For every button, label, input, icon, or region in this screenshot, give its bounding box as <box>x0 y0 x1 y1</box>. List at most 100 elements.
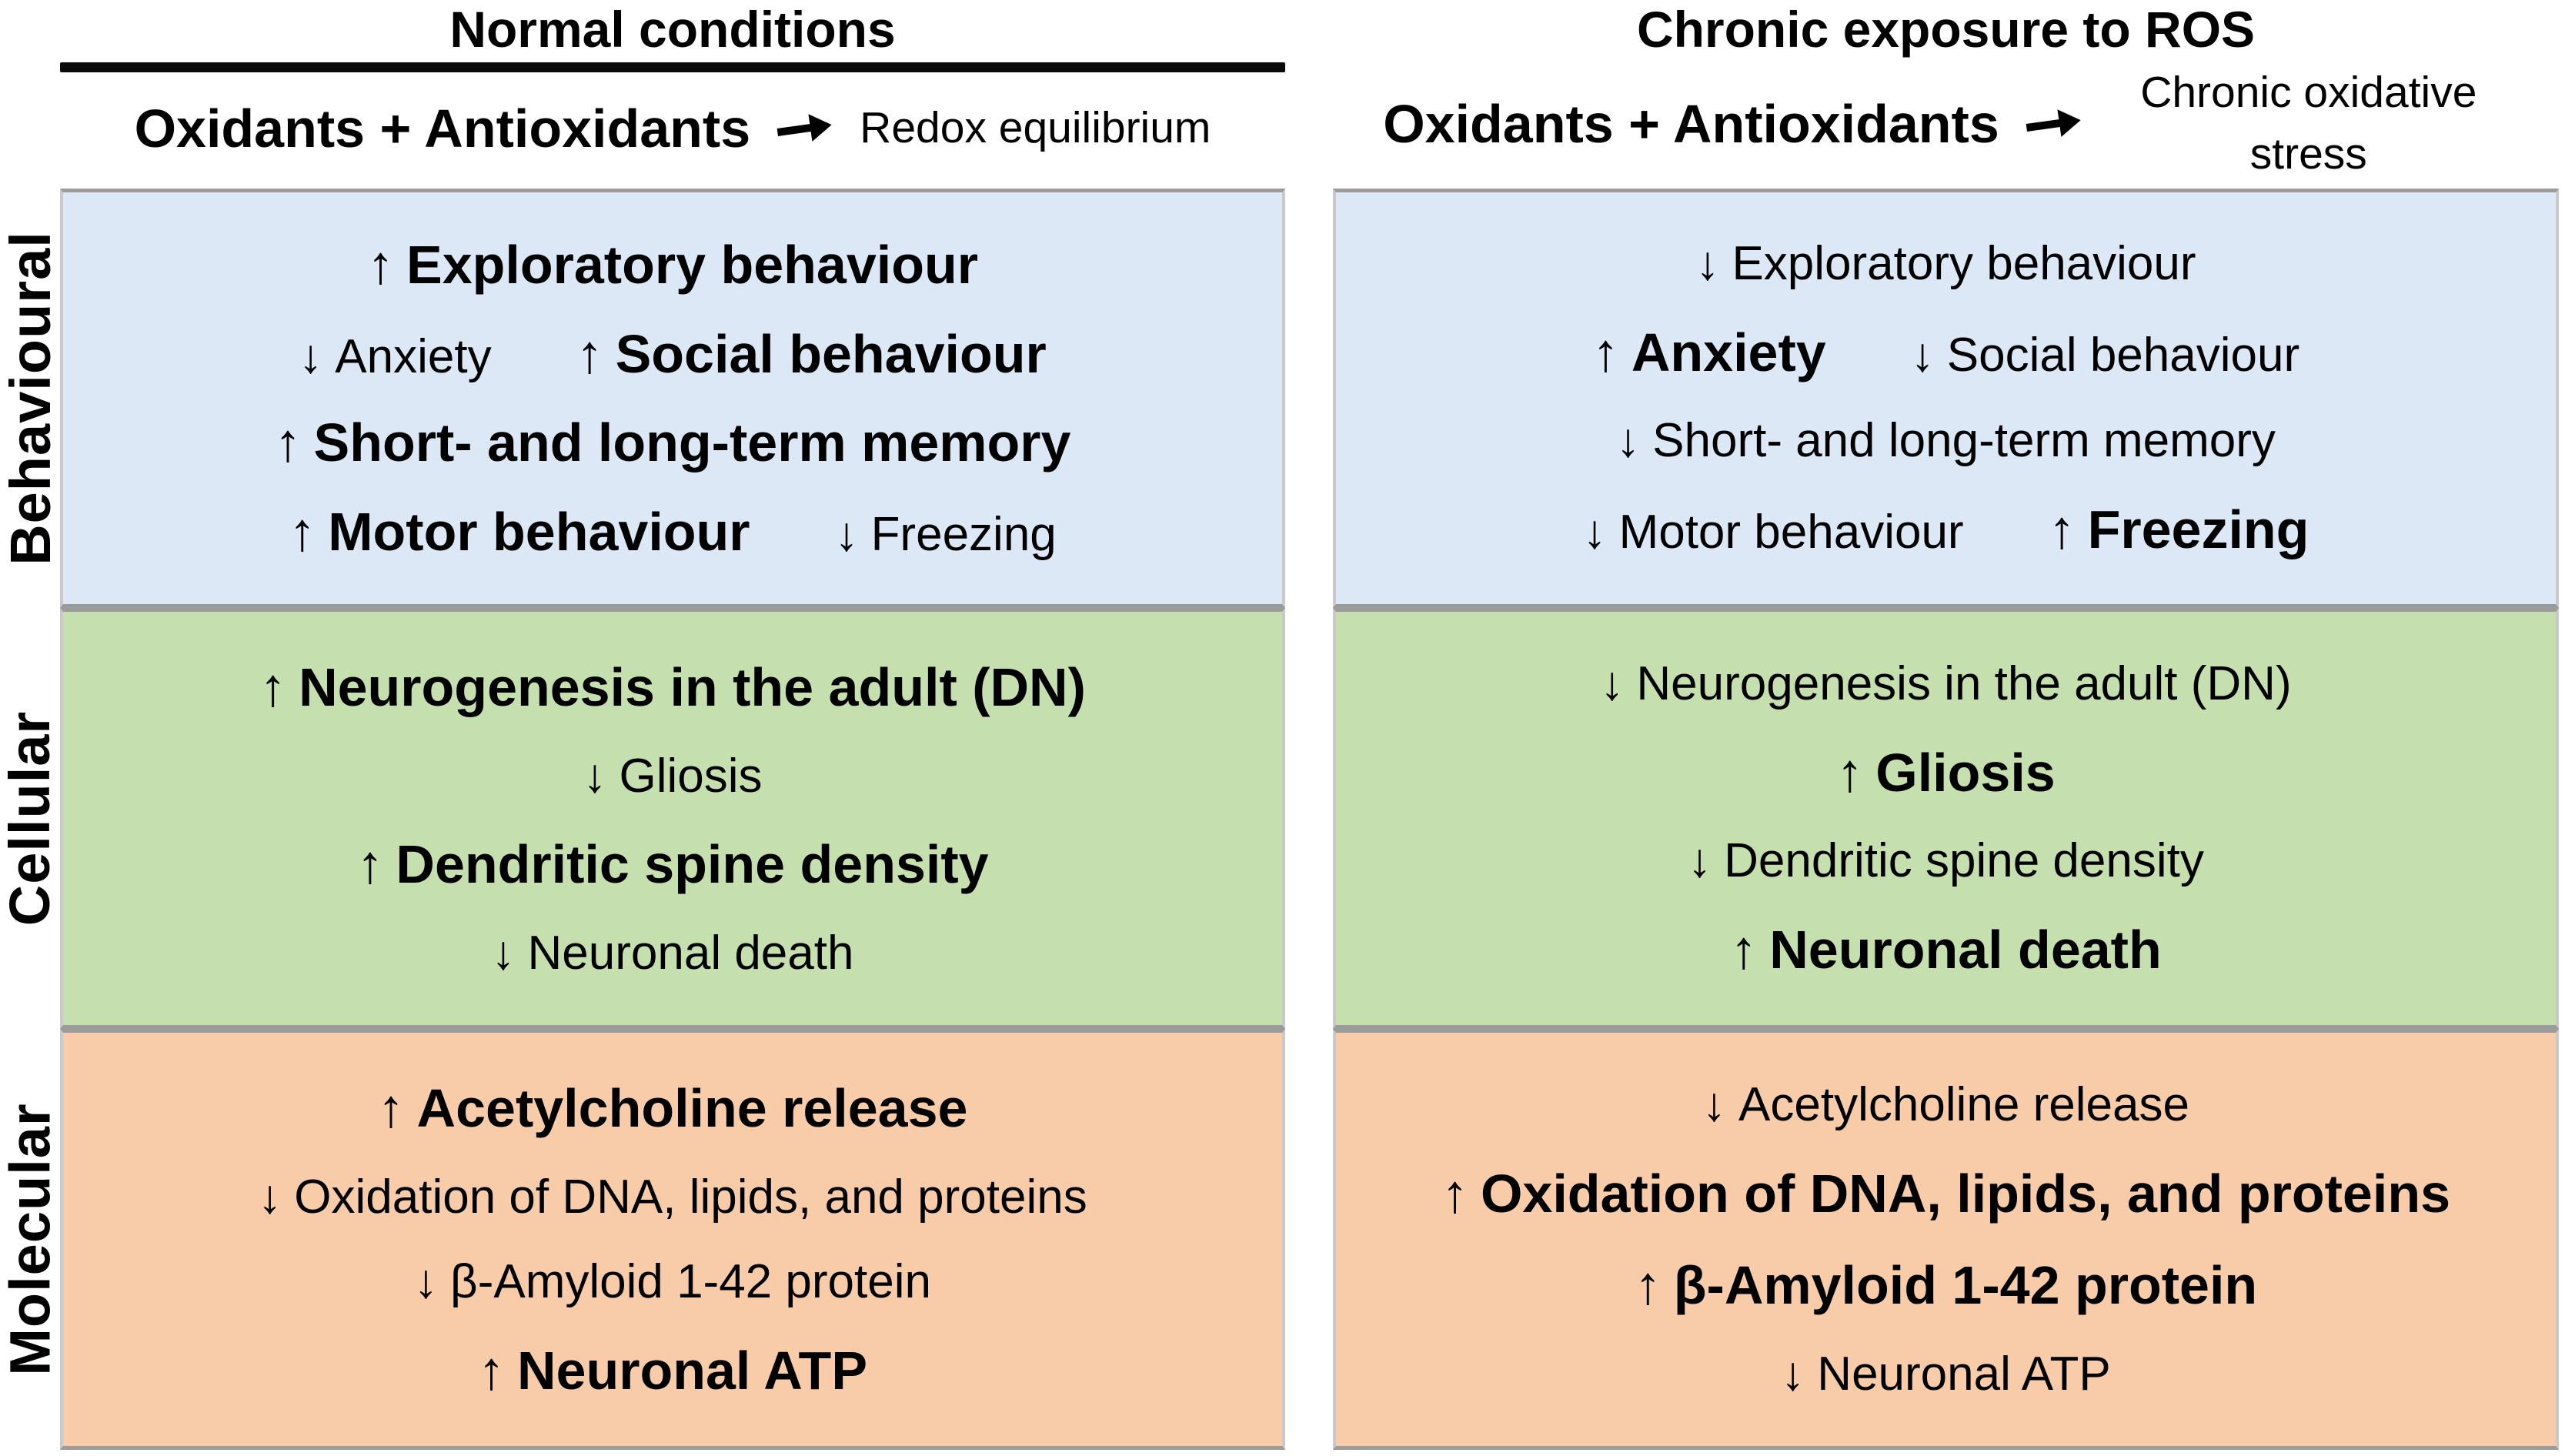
panel-title-normal: Normal conditions <box>449 1 896 58</box>
effect-row: ↑ Anxiety ↓ Social behaviour <box>1356 322 2536 383</box>
effect-row: ↓ β-Amyloid 1-42 protein <box>83 1254 1262 1309</box>
effect-row: ↓ Neuronal death <box>83 926 1262 980</box>
up-arrow-icon: ↑ <box>377 1077 405 1138</box>
section-normal-molecular: ↑ Acetylcholine release ↓ Oxidation of D… <box>60 1029 1285 1450</box>
effect-row: ↑ Short- and long-term memory <box>83 412 1262 473</box>
up-arrow-icon: ↑ <box>1836 742 1864 803</box>
effect-row: ↓ Motor behaviour ↑ Freezing <box>1356 499 2536 560</box>
tier-label-cellular: Cellular <box>0 608 62 1029</box>
effect-label: Neuronal ATP <box>516 1341 868 1401</box>
panel-header-ros: Chronic exposure to ROS Oxidants + Antio… <box>1333 0 2559 189</box>
redox-equation-ros: Oxidants + Antioxidants Chronic oxidativ… <box>1333 62 2559 190</box>
section-normal-behavioural: ↑ Exploratory behaviour ↓ Anxiety ↑ Soci… <box>60 189 1285 608</box>
down-arrow-icon: ↓ <box>1582 505 1607 559</box>
down-arrow-icon: ↓ <box>414 1255 439 1309</box>
effect-label: Acetylcholine release <box>416 1077 968 1138</box>
section-normal-cellular: ↑ Neurogenesis in the adult (DN) ↓ Glios… <box>60 608 1285 1029</box>
effect-row: ↑ β-Amyloid 1-42 protein <box>1356 1254 2536 1316</box>
effect-label: Gliosis <box>1875 742 2056 803</box>
effect-label: Anxiety <box>335 329 492 383</box>
up-arrow-icon: ↑ <box>576 323 603 384</box>
effect-item: ↓ Freezing <box>835 507 1057 562</box>
tier-label-behavioural: Behavioural <box>0 189 62 608</box>
effect-item: ↑ Social behaviour <box>576 323 1047 385</box>
effect-label: Dendritic spine density <box>396 834 989 895</box>
effect-item: ↓ Dendritic spine density <box>1688 833 2204 888</box>
equation-lhs: Oxidants + Antioxidants <box>134 98 751 159</box>
down-arrow-icon: ↓ <box>1781 1347 1805 1401</box>
effect-item: ↑ Dendritic spine density <box>356 833 988 895</box>
panel-header-normal: Normal conditions Oxidants + Antioxidant… <box>60 0 1285 189</box>
up-arrow-icon: ↑ <box>356 834 384 895</box>
effect-label: Neuronal death <box>1769 920 2162 980</box>
effect-item: ↓ Exploratory behaviour <box>1695 236 2196 291</box>
effect-label: Neurogenesis in the adult (DN) <box>299 656 1086 717</box>
effect-row: ↑ Exploratory behaviour <box>83 234 1262 296</box>
down-arrow-icon: ↓ <box>258 1170 282 1224</box>
effect-row: ↑ Neuronal ATP <box>83 1340 1262 1401</box>
effect-item: ↓ β-Amyloid 1-42 protein <box>414 1254 931 1309</box>
down-arrow-icon: ↓ <box>1600 656 1625 710</box>
effect-item: ↓ Social behaviour <box>1911 328 2299 382</box>
effect-item: ↑ Short- and long-term memory <box>275 412 1071 473</box>
down-arrow-icon: ↓ <box>1616 414 1641 468</box>
right-arrow-icon <box>2023 102 2085 145</box>
effect-row: ↑ Motor behaviour ↓ Freezing <box>83 501 1262 563</box>
up-arrow-icon: ↑ <box>1591 322 1619 382</box>
panel-title-ros: Chronic exposure to ROS <box>1636 1 2256 58</box>
up-arrow-icon: ↑ <box>259 656 287 717</box>
effect-label: Dendritic spine density <box>1724 834 2204 888</box>
effect-label: Freezing <box>2087 499 2310 559</box>
effect-label: Exploratory behaviour <box>1732 237 2196 291</box>
down-arrow-icon: ↓ <box>583 749 607 803</box>
effect-label: Gliosis <box>619 749 763 803</box>
effect-row: ↑ Gliosis <box>1356 742 2536 803</box>
down-arrow-icon: ↓ <box>1910 328 1935 382</box>
effect-label: Neurogenesis in the adult (DN) <box>1636 656 2292 710</box>
up-arrow-icon: ↑ <box>2048 499 2076 559</box>
up-arrow-icon: ↑ <box>289 502 316 563</box>
effect-row: ↓ Exploratory behaviour <box>1356 236 2536 291</box>
effect-label: Short- and long-term memory <box>313 412 1071 473</box>
up-arrow-icon: ↑ <box>477 1341 505 1401</box>
effect-row: ↓ Anxiety ↑ Social behaviour <box>83 323 1262 385</box>
effect-label: Motor behaviour <box>1618 505 1964 559</box>
effect-row: ↑ Dendritic spine density <box>83 833 1262 895</box>
down-arrow-icon: ↓ <box>1695 237 1720 291</box>
up-arrow-icon: ↑ <box>274 412 302 473</box>
effect-item: ↓ Short- and long-term memory <box>1616 413 2276 468</box>
right-arrow-icon <box>774 107 836 150</box>
equation-rhs: Chronic oxidative stress <box>2140 68 2477 179</box>
effect-label: Oxidation of DNA, lipids, and proteins <box>294 1170 1087 1224</box>
effect-item: ↑ Oxidation of DNA, lipids, and proteins <box>1441 1163 2450 1224</box>
effect-item: ↓ Gliosis <box>583 749 762 803</box>
effect-item: ↓ Motor behaviour <box>1583 505 1964 559</box>
effect-label: Neuronal ATP <box>1817 1347 2111 1401</box>
tier-label-text: Cellular <box>0 710 62 927</box>
effect-label: Anxiety <box>1631 322 1826 382</box>
effect-label: Oxidation of DNA, lipids, and proteins <box>1480 1163 2451 1224</box>
effect-item: ↑ Motor behaviour <box>289 501 750 563</box>
up-arrow-icon: ↑ <box>1730 920 1758 980</box>
effect-row: ↓ Dendritic spine density <box>1356 833 2536 888</box>
effect-row: ↑ Neurogenesis in the adult (DN) <box>83 656 1262 718</box>
down-arrow-icon: ↓ <box>299 329 323 383</box>
effect-item: ↑ Neurogenesis in the adult (DN) <box>259 656 1086 718</box>
tier-label-molecular: Molecular <box>0 1029 62 1450</box>
up-arrow-icon: ↑ <box>367 234 395 295</box>
effect-label: Exploratory behaviour <box>406 234 978 295</box>
effect-item: ↓ Anxiety <box>299 329 491 384</box>
effect-item: ↑ Neuronal ATP <box>478 1340 867 1401</box>
effect-row: ↓ Neuronal ATP <box>1356 1347 2536 1401</box>
effect-row: ↓ Gliosis <box>83 749 1262 803</box>
section-ros-cellular: ↓ Neurogenesis in the adult (DN) ↑ Glios… <box>1333 608 2559 1029</box>
down-arrow-icon: ↓ <box>834 508 859 562</box>
effect-item: ↓ Acetylcholine release <box>1702 1077 2189 1132</box>
equation-rhs: Redox equilibrium <box>860 102 1211 152</box>
effect-label: β-Amyloid 1-42 protein <box>1673 1255 2258 1316</box>
effect-item: ↓ Neuronal death <box>492 926 854 980</box>
effect-item: ↑ Freezing <box>2049 499 2310 560</box>
redox-equation-normal: Oxidants + Antioxidants Redox equilibriu… <box>60 72 1285 189</box>
effect-row: ↑ Neuronal death <box>1356 919 2536 980</box>
effect-item: ↓ Neurogenesis in the adult (DN) <box>1600 656 2291 711</box>
